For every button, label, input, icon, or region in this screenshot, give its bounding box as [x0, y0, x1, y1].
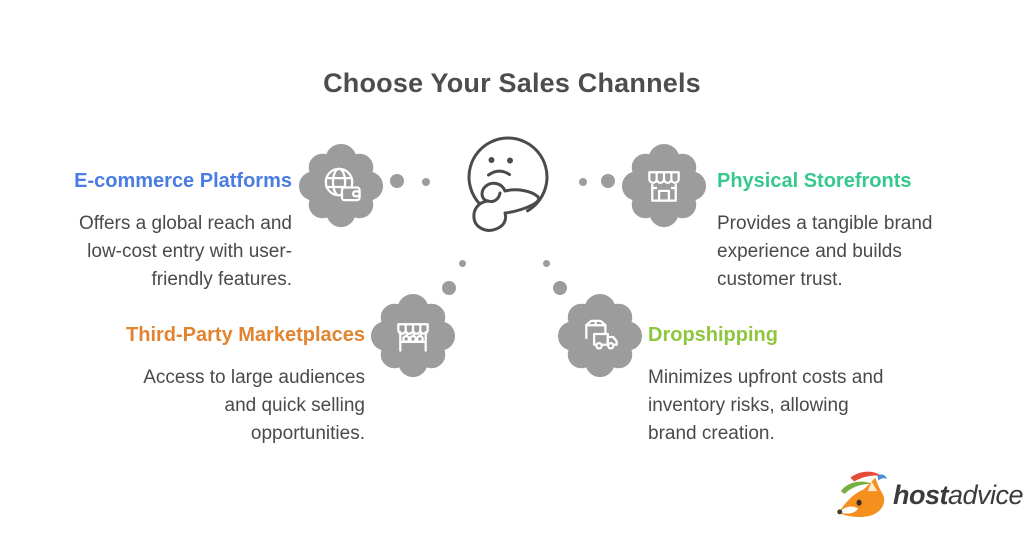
thought-cloud-storefronts — [620, 142, 708, 230]
thought-dot — [553, 281, 567, 295]
hostadvice-logo: hostadvice. — [833, 466, 1024, 524]
thought-dot — [390, 174, 404, 188]
globe-wallet-icon — [298, 143, 384, 228]
thought-cloud-dropshipping — [556, 292, 644, 380]
thought-cloud-ecommerce — [297, 142, 385, 230]
thought-dot — [442, 281, 456, 295]
package-truck-icon — [557, 293, 643, 378]
channel-title-dropshipping: Dropshipping — [648, 324, 778, 346]
thought-dot — [543, 260, 550, 267]
channel-physical-storefronts: Physical Storefronts Provides a tangible… — [717, 170, 967, 294]
channel-dropshipping: Dropshipping Minimizes upfront costs and… — [648, 324, 906, 448]
thought-cloud-marketplaces — [369, 292, 457, 380]
storefront-icon — [621, 143, 707, 228]
thought-dot — [579, 178, 587, 186]
logo-text-host: host — [893, 479, 949, 510]
channel-description-marketplaces: Access to large audiences and quick sell… — [143, 367, 365, 444]
thought-dot — [459, 260, 466, 267]
channel-title-storefronts: Physical Storefronts — [717, 170, 912, 192]
channel-third-party-marketplaces: Third-Party Marketplaces Access to large… — [95, 324, 365, 448]
thought-dot — [601, 174, 615, 188]
channel-title-ecommerce: E-commerce Platforms — [74, 170, 292, 192]
logo-text-advice: advice. — [948, 479, 1024, 510]
logo-wordmark: hostadvice. — [893, 480, 1024, 511]
page-title: Choose Your Sales Channels — [323, 68, 701, 98]
channel-description-storefronts: Provides a tangible brand experience and… — [717, 213, 933, 290]
channel-title-marketplaces: Third-Party Marketplaces — [126, 324, 365, 346]
thinking-face-icon — [467, 136, 549, 232]
channel-description-dropshipping: Minimizes upfront costs and inventory ri… — [648, 367, 884, 444]
thought-dot — [422, 178, 430, 186]
channel-ecommerce-platforms: E-commerce Platforms Offers a global rea… — [52, 170, 292, 294]
market-stall-icon — [370, 293, 456, 378]
fox-mascot-icon — [837, 471, 888, 517]
channel-description-ecommerce: Offers a global reach and low-cost entry… — [78, 213, 292, 290]
